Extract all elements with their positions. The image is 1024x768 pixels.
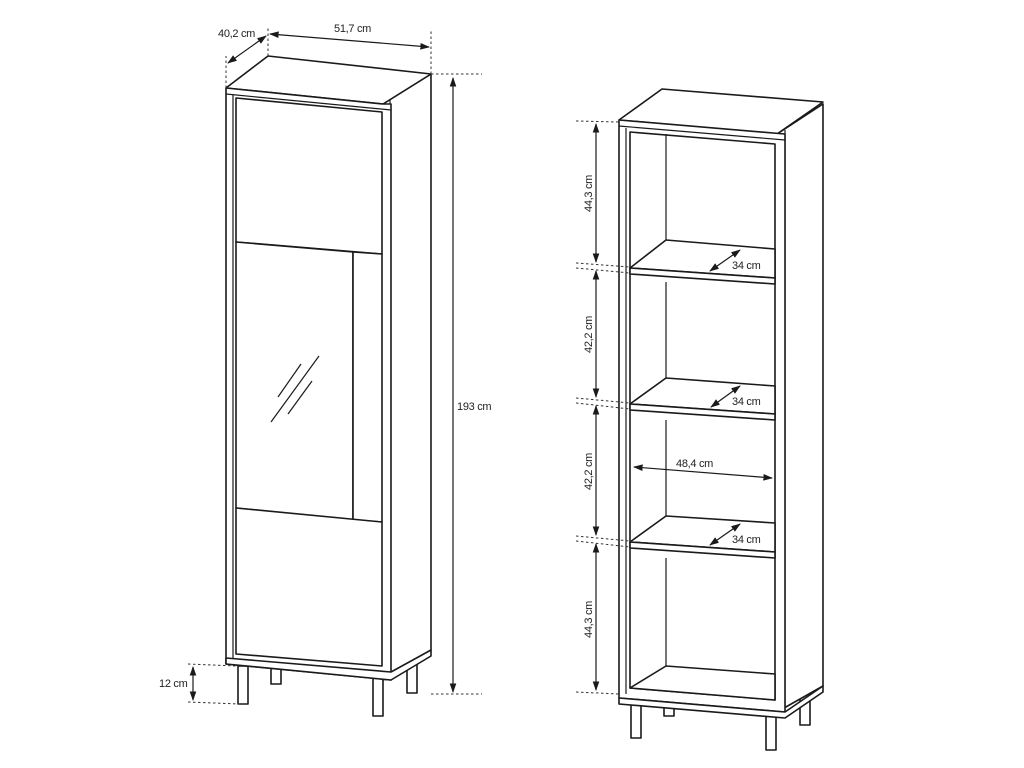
shelf-1-depth-label: 34 cm [732,260,761,272]
compartment-3-height-label: 42,2 cm [583,453,595,490]
compartment-4-height-label: 44,3 cm [583,601,595,638]
left-cabinet [225,55,432,717]
leg-height-label: 12 cm [159,678,188,690]
shelf-3-depth-label: 34 cm [732,534,761,546]
depth-label: 40,2 cm [218,28,255,40]
height-label: 193 cm [457,401,491,413]
bottom-door-panel[interactable] [235,507,383,667]
glass-door-side-strip [352,251,383,523]
compartment-1-height-label: 44,3 cm [583,175,595,212]
right-cabinet-dimensions: 44,3 cm 42,2 cm 42,2 cm 44,3 cm 34 cm 34… [575,120,773,695]
glass-reflection-icon [270,355,320,423]
left-cabinet-dimensions: 40,2 cm 51,7 cm 193 cm 12 cm [159,23,492,705]
compartment-2-height-label: 42,2 cm [583,316,595,353]
top-door-panel[interactable] [235,97,383,255]
right-cabinet [618,88,824,751]
shelf-2-depth-label: 34 cm [732,396,761,408]
interior-width-label: 48,4 cm [676,458,713,470]
width-label: 51,7 cm [334,23,371,35]
glass-door[interactable] [235,241,354,521]
